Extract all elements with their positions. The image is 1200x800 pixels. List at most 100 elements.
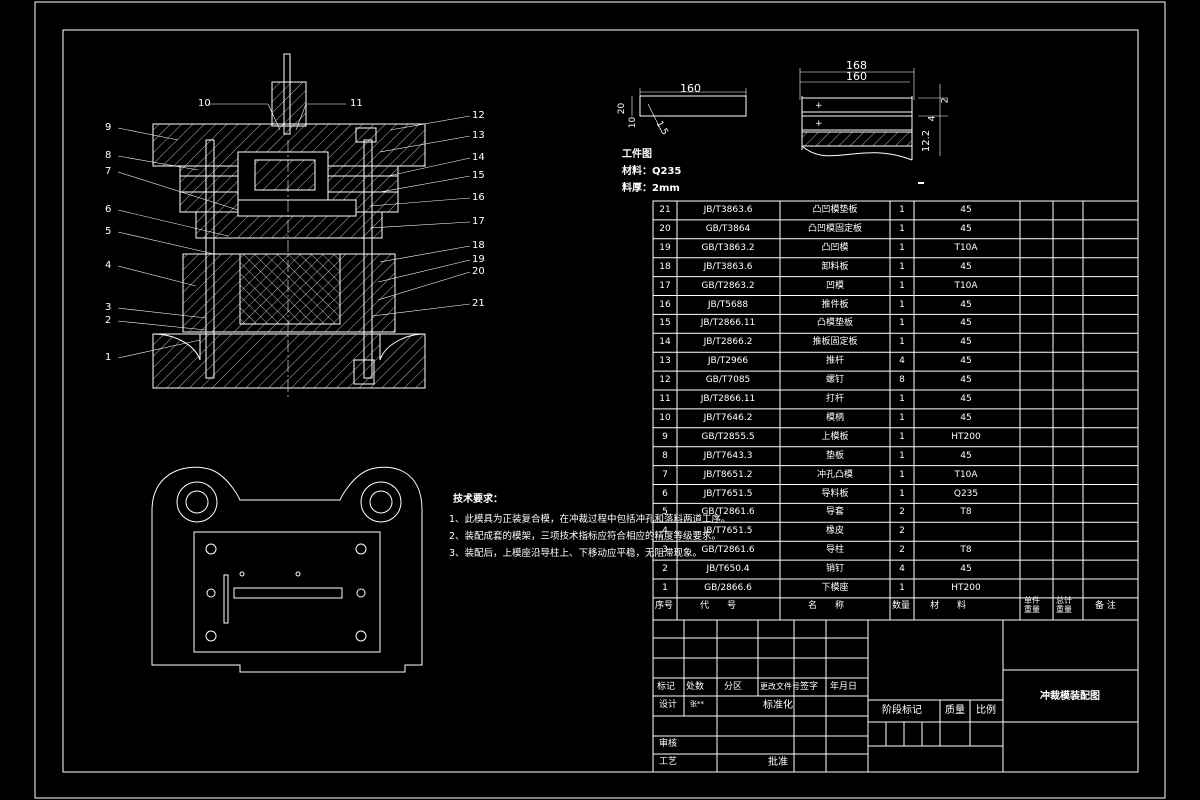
tb-approve: 批准 xyxy=(768,757,788,768)
bom-cell-qty: 1 xyxy=(899,469,905,480)
callout-11: 11 xyxy=(350,98,363,109)
bom-cell-no: 15 xyxy=(659,318,671,329)
wp-dim-10: 10 xyxy=(628,116,639,129)
bom-cell-mat: 45 xyxy=(960,564,972,575)
callout-9: 9 xyxy=(105,122,112,133)
bom-cell-code: JB/T8651.2 xyxy=(703,469,753,480)
bom-cell-code: JB/T3863.6 xyxy=(703,205,753,215)
bom-cell-name: 销钉 xyxy=(825,564,845,575)
callout-5: 5 xyxy=(105,226,112,237)
callout-10: 10 xyxy=(198,98,211,109)
bom-cell-no: 6 xyxy=(662,488,668,499)
bom-header-no: 序号 xyxy=(655,601,674,611)
bom-cell-name: 凸凹模固定板 xyxy=(807,223,863,234)
bom-cell-code: GB/T2855.5 xyxy=(701,431,755,442)
bom-cell-qty: 1 xyxy=(899,583,905,593)
bom-cell-name: 上模板 xyxy=(821,431,849,442)
callout-20: 20 xyxy=(472,266,485,277)
callout-13: 13 xyxy=(472,130,485,141)
bom-cell-mat: 45 xyxy=(960,299,972,310)
bom-cell-code: JB/T5688 xyxy=(707,299,749,310)
bom-cell-code: JB/T7646.2 xyxy=(703,412,753,423)
callout-7: 7 xyxy=(105,166,112,177)
bom-cell-name: 橡皮 xyxy=(825,526,845,537)
strip-layout: + + xyxy=(799,68,948,184)
callout-14: 14 xyxy=(472,152,485,163)
tb-design: 设计 xyxy=(659,700,678,710)
bom-cell-name: 垫板 xyxy=(825,450,845,461)
bom-cell-mat: 45 xyxy=(960,261,972,272)
tb-stage: 阶段标记 xyxy=(882,705,922,716)
bom-cell-mat: HT200 xyxy=(951,583,981,593)
bom-cell-qty: 1 xyxy=(899,205,905,215)
bom-cell-mat: 45 xyxy=(960,356,972,367)
strip-dim-160: 160 xyxy=(846,70,867,83)
bom-cell-name: 推杆 xyxy=(825,356,845,367)
bom-cell-name: 螺钉 xyxy=(825,375,845,386)
bom-cell-no: 21 xyxy=(659,205,671,215)
bom-cell-mat: T10A xyxy=(954,242,978,253)
bom-cell-no: 7 xyxy=(662,469,668,480)
bom-cell-name: 凸凹模 xyxy=(821,242,849,253)
tech-line-2: 2、装配成套的模架，三项技术指标应符合相应的精度等级要求。 xyxy=(449,531,722,542)
bom-cell-name: 推板固定板 xyxy=(812,337,858,348)
bom-cell-qty: 1 xyxy=(899,412,905,423)
bom-cell-code: JB/T7651.5 xyxy=(703,526,753,537)
strip-dim-168: 168 xyxy=(846,59,867,72)
bom-cell-name: 推件板 xyxy=(821,299,849,310)
bom-cell-qty: 1 xyxy=(899,431,905,442)
bom-cell-qty: 1 xyxy=(899,299,905,310)
bom-header-name: 名 称 xyxy=(808,601,845,611)
bom-cell-no: 18 xyxy=(659,261,671,272)
callout-2: 2 xyxy=(105,315,112,326)
bom-header-material: 材 料 xyxy=(930,601,967,611)
title-block-grid xyxy=(652,619,1139,773)
callout-18: 18 xyxy=(472,240,485,251)
bom-cell-code: GB/T7085 xyxy=(705,375,751,386)
bom-cell-no: 9 xyxy=(662,431,668,442)
bom-cell-mat: Q235 xyxy=(953,488,979,499)
callout-leaders xyxy=(117,103,471,359)
bom-cell-code: JB/T7651.5 xyxy=(703,488,753,499)
tb-design-name: 张** xyxy=(690,700,704,708)
bom-cell-no: 11 xyxy=(659,394,671,404)
bom-cell-mat: 45 xyxy=(960,318,972,329)
tb-mark: 标记 xyxy=(657,682,676,692)
callout-12: 12 xyxy=(472,110,485,121)
bom-cell-no: 1 xyxy=(662,583,668,593)
bom-cell-mat: 45 xyxy=(960,412,972,423)
workpiece-thickness: 料厚：2mm xyxy=(622,183,680,194)
section-view xyxy=(152,53,426,400)
tb-review: 审核 xyxy=(659,739,678,749)
drawing-title: 冲裁模装配图 xyxy=(1040,691,1100,702)
bom-header-unit-weight: 单件 重量 xyxy=(1024,596,1040,614)
bom-cell-qty: 1 xyxy=(899,337,905,348)
tech-line-3: 3、装配后，上模座沿导柱上、下移动应平稳，无阻滞现象。 xyxy=(449,548,703,559)
svg-text:+: + xyxy=(815,119,823,129)
bom-cell-mat: HT200 xyxy=(951,431,981,442)
callout-17: 17 xyxy=(472,216,485,227)
bom-cell-code: JB/T2866.2 xyxy=(703,337,753,348)
strip-dim-4: 4 xyxy=(927,115,938,122)
bom-cell-qty: 1 xyxy=(899,488,905,499)
strip-dim-122: 12.2 xyxy=(921,129,933,153)
tb-zone: 分区 xyxy=(724,682,743,692)
bom-cell-name: 冲孔凸模 xyxy=(816,469,854,480)
strip-dim-small: 2 xyxy=(940,97,951,104)
bom-row-lines xyxy=(653,219,1138,599)
bom-cell-mat: 45 xyxy=(960,375,972,386)
bom-header-remark: 备 注 xyxy=(1095,601,1116,611)
bom-cell-no: 16 xyxy=(659,299,671,310)
bom-cell-code: JB/T650.4 xyxy=(706,564,750,575)
callout-19: 19 xyxy=(472,254,485,265)
bom-cell-no: 4 xyxy=(662,526,668,537)
outer-border xyxy=(34,1,1166,799)
bom-cell-name: 打杆 xyxy=(825,394,845,404)
lower-die-base xyxy=(152,333,426,389)
tb-date: 年月日 xyxy=(830,682,858,692)
tb-standard: 标准化 xyxy=(763,700,793,711)
tech-title: 技术要求： xyxy=(453,494,503,505)
bom-cell-code: JB/T2866.11 xyxy=(700,318,756,329)
bom-cell-qty: 8 xyxy=(899,375,905,386)
